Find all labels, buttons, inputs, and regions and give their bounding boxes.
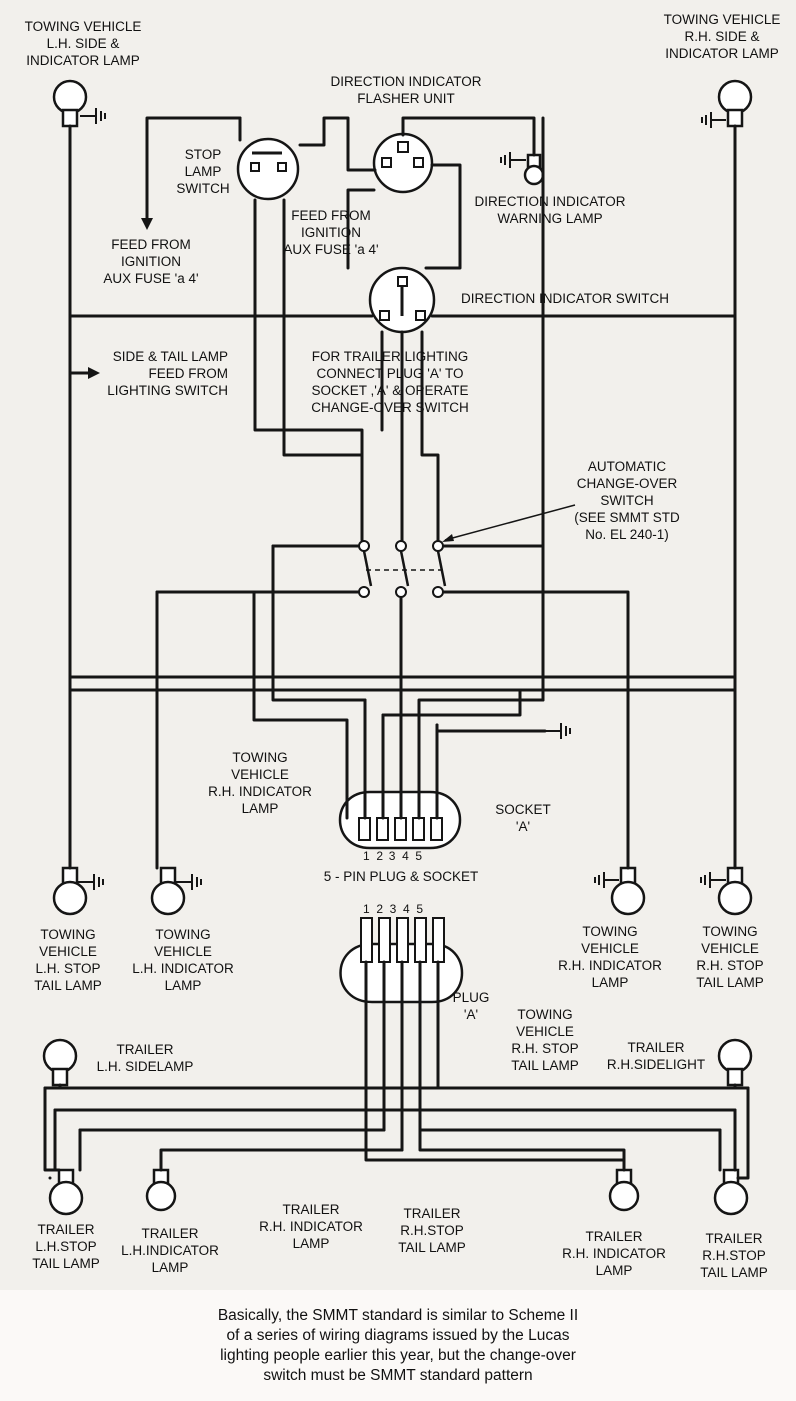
trailer-lh-sidelamp (42, 1038, 78, 1087)
trailer-rh-sidelight (717, 1038, 753, 1087)
label-warning-lamp: DIRECTION INDICATOR WARNING LAMP (474, 194, 626, 226)
label-trailer-lh-stop: TRAILER L.H.STOP TAIL LAMP (32, 1222, 100, 1271)
label-changeover-switch: AUTOMATIC CHANGE-OVER SWITCH (SEE SMMT S… (574, 459, 680, 542)
warning-lamp (523, 153, 545, 186)
label-trailer-rh-stop-center: TRAILER R.H.STOP TAIL LAMP (398, 1206, 466, 1255)
flasher-unit (372, 132, 434, 194)
trailer-rh-indicator-lamp (608, 1168, 640, 1212)
label-towing-rh-indicator-lower: TOWING VEHICLE R.H. INDICATOR LAMP (558, 924, 662, 990)
earth-symbol (500, 152, 526, 168)
towing-lh-stop-lamp (52, 866, 88, 916)
label-trailer-rh-indicator-right: TRAILER R.H. INDICATOR LAMP (562, 1229, 666, 1278)
label-socket-pins: 1 2 3 4 5 (363, 849, 423, 863)
towing-lh-side-lamp (52, 79, 88, 128)
label-plug-pins: 1 2 3 4 5 (363, 902, 424, 916)
earth-symbol (545, 723, 571, 739)
earth-symbol (78, 874, 104, 890)
earth-symbol (594, 872, 619, 888)
label-trailer-rh-stop-right: TRAILER R.H.STOP TAIL LAMP (700, 1231, 768, 1280)
label-indicator-switch: DIRECTION INDICATOR SWITCH (461, 291, 669, 306)
earth-symbol (80, 108, 106, 124)
trailer-lh-stop-lamp (48, 1168, 84, 1216)
label-towing-rh-indicator-upper: TOWING VEHICLE R.H. INDICATOR LAMP (208, 750, 312, 816)
caption-band (0, 1290, 796, 1401)
towing-rh-side-lamp (717, 79, 753, 128)
label-side-tail-feed: SIDE & TAIL LAMP FEED FROM LIGHTING SWIT… (107, 349, 228, 398)
label-socket-a: SOCKET 'A' (495, 802, 551, 834)
earth-symbol (700, 872, 726, 888)
wiring-diagram (42, 79, 753, 1216)
label-trailer-lh-indicator: TRAILER L.H.INDICATOR LAMP (121, 1226, 219, 1275)
leader-arrow (442, 534, 454, 542)
leader-line (444, 504, 576, 541)
label-towing-lh-stop: TOWING VEHICLE L.H. STOP TAIL LAMP (34, 927, 102, 993)
earth-symbol (176, 874, 202, 890)
label-towing-lh-side: TOWING VEHICLE L.H. SIDE & INDICATOR LAM… (24, 19, 142, 68)
label-feed-ignition-center: FEED FROM IGNITION AUX FUSE 'a 4' (283, 208, 379, 257)
changeover-switch (358, 540, 447, 598)
label-plug-socket-title: 5 - PIN PLUG & SOCKET (323, 869, 479, 884)
label-trailer-instruction: FOR TRAILER LIGHTING CONNECT PLUG 'A' TO… (311, 349, 469, 415)
socket-a (338, 790, 462, 850)
label-trailer-rh-indicator-center: TRAILER R.H. INDICATOR LAMP (259, 1202, 363, 1251)
label-towing-rh-stop-center: TOWING VEHICLE R.H. STOP TAIL LAMP (511, 1007, 579, 1073)
label-towing-rh-stop-right: TOWING VEHICLE R.H. STOP TAIL LAMP (696, 924, 764, 990)
wiring-trailer (43, 960, 750, 1180)
label-stop-lamp-switch: STOP LAMP SWITCH (176, 147, 230, 196)
label-flasher-unit: DIRECTION INDICATOR FLASHER UNIT (330, 74, 482, 106)
earth-symbol (701, 112, 726, 128)
label-plug-a: PLUG 'A' (452, 990, 490, 1022)
label-towing-lh-indicator: TOWING VEHICLE L.H. INDICATOR LAMP (132, 927, 234, 993)
towing-rh-stop-lamp (717, 866, 753, 916)
caption: Basically, the SMMT standard is similar … (217, 1307, 579, 1384)
direction-indicator-switch (368, 266, 436, 334)
trailer-lh-indicator-lamp (145, 1168, 177, 1212)
trailer-rh-stop-lamp (713, 1168, 749, 1216)
label-trailer-rh-sidelight: TRAILER R.H.SIDELIGHT (606, 1040, 706, 1072)
label-feed-ignition-left: FEED FROM IGNITION AUX FUSE 'a 4' (103, 237, 199, 286)
towing-lh-indicator-lamp (150, 866, 186, 916)
label-trailer-lh-sidelamp: TRAILER L.H. SIDELAMP (96, 1042, 194, 1074)
label-towing-rh-side: TOWING VEHICLE R.H. SIDE & INDICATOR LAM… (663, 12, 781, 61)
wiring-towing-vehicle (68, 116, 737, 870)
stop-lamp-switch (236, 137, 300, 201)
towing-rh-indicator-lamp (610, 866, 646, 916)
